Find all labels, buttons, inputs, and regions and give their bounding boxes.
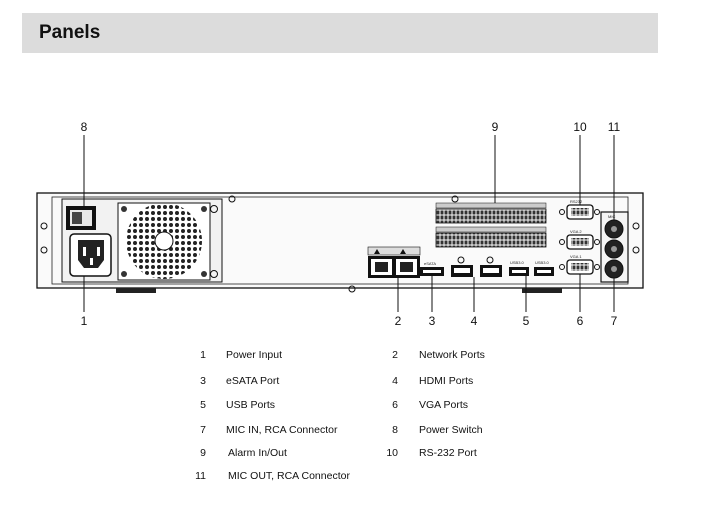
network-ports	[367, 246, 421, 278]
legend-number: 11	[195, 470, 206, 482]
vga1-panel-label: VGA 1	[570, 254, 582, 259]
mount-hole	[632, 222, 640, 230]
chassis-foot-left	[116, 288, 156, 293]
mount-hole	[40, 246, 48, 254]
rs232-panel-label: RS232	[570, 199, 583, 204]
rear-panel-diagram: eSATA USB3.0 USB3.0 RS232 VGA 2 VGA 1 MI…	[36, 120, 644, 328]
legend-number: 4	[392, 375, 398, 387]
legend-label: Power Input	[226, 349, 283, 361]
callout-1: 1	[81, 314, 88, 328]
callout-6: 6	[577, 314, 584, 328]
callout-9: 9	[492, 120, 499, 134]
chassis-foot-right	[522, 288, 562, 293]
usb-panel-label-a: USB3.0	[510, 260, 525, 265]
legend-number: 1	[200, 349, 206, 361]
legend-number: 5	[200, 399, 206, 411]
callout-3: 3	[429, 314, 436, 328]
legend-label: Alarm In/Out	[228, 447, 287, 459]
legend-label: USB Ports	[226, 399, 276, 411]
legend-number: 8	[392, 424, 398, 436]
alarm-terminals	[435, 202, 547, 248]
legend-label: MIC IN, RCA Connector	[226, 424, 338, 436]
legend-number: 3	[200, 375, 206, 387]
mount-hole	[632, 246, 640, 254]
callout-5: 5	[523, 314, 530, 328]
legend-number: 7	[200, 424, 206, 436]
legend-label: Power Switch	[419, 424, 483, 436]
callout-4: 4	[471, 314, 478, 328]
legend-label: VGA Ports	[419, 399, 469, 411]
legend-label: HDMI Ports	[419, 375, 474, 387]
legend-number: 9	[200, 447, 206, 459]
callout-8: 8	[81, 120, 88, 134]
legend-label: eSATA Port	[226, 375, 280, 387]
legend-number: 10	[386, 447, 398, 459]
callout-2: 2	[395, 314, 402, 328]
legend-number: 6	[392, 399, 398, 411]
esata-panel-label: eSATA	[424, 261, 436, 266]
mount-hole	[40, 222, 48, 230]
callout-leaders	[83, 135, 615, 312]
legend-number: 2	[392, 349, 398, 361]
legend-label: MIC OUT, RCA Connector	[228, 470, 350, 482]
callout-7: 7	[611, 314, 618, 328]
mic-panel-label: MIC	[608, 214, 615, 219]
hdmi-ports	[451, 256, 502, 277]
callout-11: 11	[608, 120, 621, 134]
legend-label: RS-232 Port	[419, 447, 477, 459]
vga2-panel-label: VGA 2	[570, 229, 582, 234]
usb-panel-label-b: USB3.0	[535, 260, 550, 265]
callout-10: 10	[573, 120, 587, 134]
section-header: Panels	[22, 13, 658, 53]
section-title: Panels	[39, 22, 101, 43]
legend-label: Network Ports	[419, 349, 485, 361]
